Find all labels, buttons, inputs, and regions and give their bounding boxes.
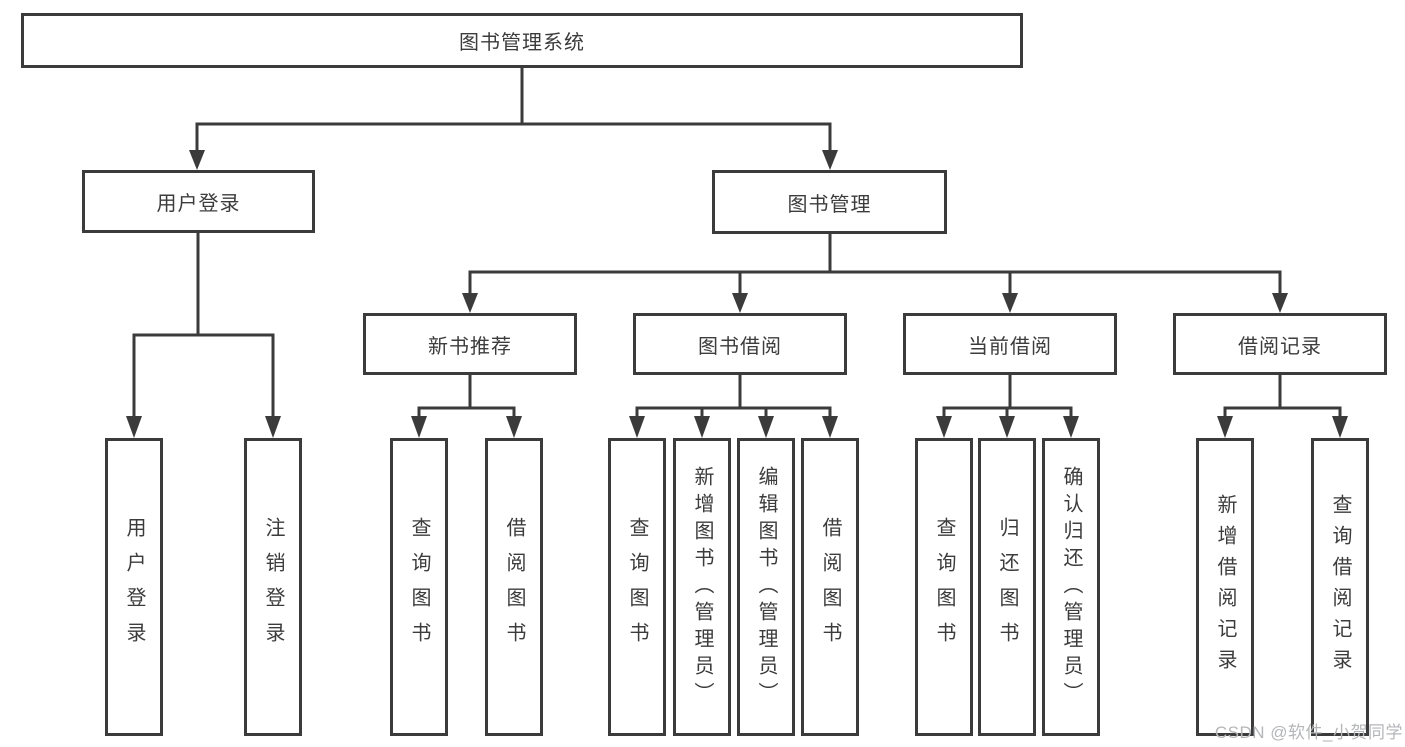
leaf-query-books-2-label: 查询图书 (626, 517, 648, 657)
leaf-add-borrow-record: 新增借阅记录 (1196, 438, 1254, 736)
node-current-borrow-label: 当前借阅 (968, 335, 1052, 358)
leaf-query-books-1-label: 查询图书 (408, 517, 430, 657)
leaf-logout: 注销登录 (244, 438, 302, 736)
leaf-edit-books-admin: 编辑图书（管理员） (737, 438, 795, 736)
node-current-borrow: 当前借阅 (903, 313, 1117, 375)
leaf-borrow-books-1-label: 借阅图书 (503, 517, 525, 657)
leaf-logout-label: 注销登录 (262, 517, 284, 657)
node-user-login-label: 用户登录 (156, 193, 241, 215)
leaf-confirm-return-admin: 确认归还（管理员） (1042, 438, 1100, 736)
leaf-return-books-label: 归还图书 (996, 517, 1018, 657)
leaf-edit-books-admin-label: 编辑图书（管理员） (755, 465, 777, 709)
leaf-borrow-books-2: 借阅图书 (801, 438, 859, 736)
node-book-mgmt-label: 图书管理 (787, 193, 872, 216)
leaf-query-books-3-label: 查询图书 (933, 517, 955, 657)
node-user-login: 用户登录 (82, 170, 315, 233)
leaf-query-books-1: 查询图书 (390, 438, 448, 736)
node-book-borrow-label: 图书借阅 (698, 335, 782, 358)
node-new-book-recommend: 新书推荐 (363, 313, 577, 375)
leaf-query-borrow-record: 查询借阅记录 (1311, 438, 1369, 736)
wire-book-borrow (635, 373, 832, 420)
wire-current-borrow (942, 373, 1073, 420)
wire-new-book-recommend (417, 373, 516, 420)
node-new-book-recommend-label: 新书推荐 (428, 335, 512, 358)
wire-borrow-records (1223, 373, 1342, 420)
leaf-borrow-books-2-label: 借阅图书 (819, 517, 841, 657)
node-root-label: 图书管理系统 (459, 32, 585, 54)
leaf-borrow-books-1: 借阅图书 (485, 438, 543, 736)
node-borrow-records: 借阅记录 (1173, 313, 1387, 375)
leaf-query-borrow-record-label: 查询借阅记录 (1329, 494, 1351, 680)
leaf-query-books-3: 查询图书 (915, 438, 973, 736)
leaf-user-login-label: 用户登录 (123, 517, 145, 657)
wire-book-mgmt (468, 232, 1282, 297)
leaf-return-books: 归还图书 (978, 438, 1036, 736)
leaf-add-books-admin: 新增图书（管理员） (673, 438, 731, 736)
watermark: CSDN @软件_小贺同学 (1214, 723, 1403, 742)
node-root: 图书管理系统 (21, 13, 1023, 68)
arrowheads (126, 150, 1348, 438)
leaf-confirm-return-admin-label: 确认归还（管理员） (1060, 465, 1082, 709)
wire-root (195, 66, 832, 154)
leaf-add-books-admin-label: 新增图书（管理员） (691, 465, 713, 709)
node-borrow-records-label: 借阅记录 (1238, 335, 1322, 358)
leaf-user-login: 用户登录 (105, 438, 163, 736)
node-book-borrow: 图书借阅 (633, 313, 847, 375)
node-book-mgmt: 图书管理 (712, 170, 947, 234)
wire-user-login (132, 231, 275, 422)
leaf-query-books-2: 查询图书 (608, 438, 666, 736)
leaf-add-borrow-record-label: 新增借阅记录 (1214, 494, 1236, 680)
